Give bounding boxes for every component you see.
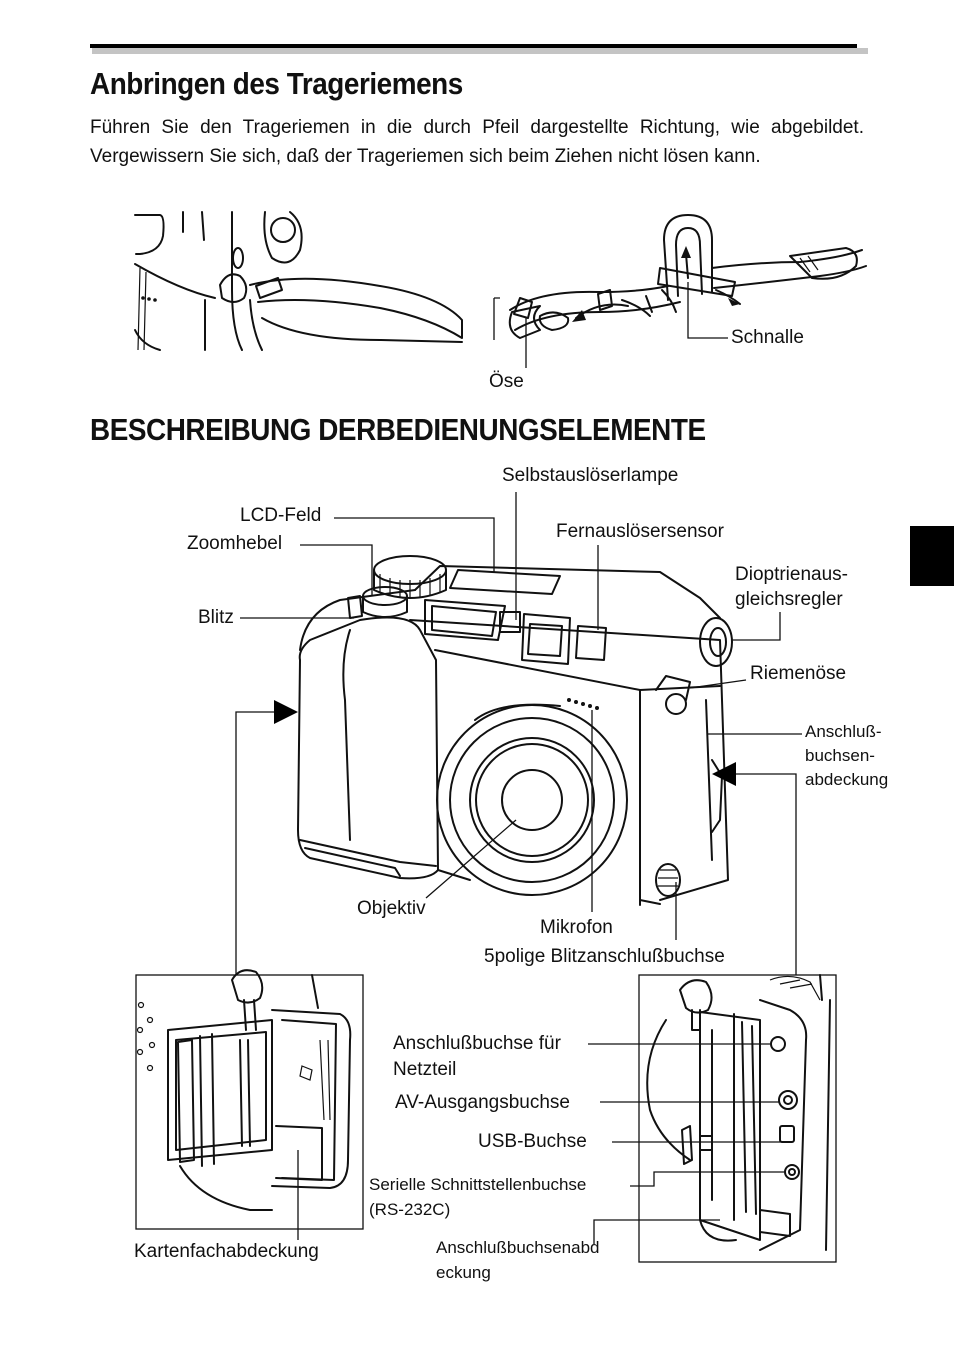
camera-side-drawing	[134, 211, 463, 351]
label-lcd-panel: LCD-Feld	[240, 505, 322, 526]
label-jack-cover-line3: abdeckung	[805, 770, 889, 789]
section-title-controls: BESCHREIBUNG DERBEDIENUNGSELEMENTE	[90, 412, 706, 447]
label-remote-sensor: Fernauslösersensor	[556, 521, 724, 542]
label-self-timer-lamp: Selbstauslöserlampe	[502, 465, 679, 486]
label-dc-in-line1: Anschlußbuchse für	[393, 1033, 561, 1054]
strap-illustration	[134, 211, 867, 368]
label-jack-cover-bottom-line2: eckung	[436, 1263, 491, 1282]
jack-detail-frame	[638, 974, 837, 1263]
label-jack-cover-line2: buchsen-	[805, 746, 875, 765]
camera-front-drawing	[297, 555, 733, 906]
card-slot-detail-drawing	[136, 969, 352, 1211]
label-lens: Objektiv	[357, 898, 426, 919]
label-flash: Blitz	[198, 607, 234, 628]
label-jack-cover-line1: Anschluß-	[805, 722, 882, 741]
label-flash-socket: 5polige Blitzanschlußbuchse	[484, 946, 725, 967]
label-zoom-lever: Zoomhebel	[187, 533, 283, 554]
strap-instructions: Führen Sie den Trageriemen in die durch …	[90, 117, 864, 167]
arrow-left-icon	[274, 700, 298, 724]
label-dc-in-line2: Netzteil	[393, 1059, 457, 1080]
label-av-out: AV-Ausgangsbuchse	[395, 1092, 570, 1113]
label-serial-line1: Serielle Schnittstellenbuchse	[369, 1175, 587, 1194]
label-card-cover: Kartenfachabdeckung	[134, 1241, 319, 1262]
label-microphone: Mikrofon	[540, 917, 613, 938]
top-rule-shadow	[92, 48, 868, 54]
label-diopter-line1: Dioptrienaus-	[735, 564, 848, 585]
card-slot-detail-frame	[135, 974, 364, 1230]
label-serial-line2: (RS-232C)	[369, 1200, 451, 1219]
top-rule	[90, 44, 857, 48]
label-usb: USB-Buchse	[478, 1131, 587, 1152]
label-eyelet: Öse	[489, 371, 524, 392]
label-diopter-line2: gleichsregler	[735, 589, 843, 610]
jack-detail-drawing	[646, 974, 831, 1251]
label-strap-eyelet: Riemenöse	[750, 663, 847, 684]
chapter-tab	[910, 526, 954, 586]
label-jack-cover-bottom-line1: Anschlußbuchsenabd	[436, 1238, 600, 1257]
strap-buckle-drawing	[508, 214, 867, 339]
section-title-strap: Anbringen des Trageriemens	[90, 66, 463, 101]
label-buckle: Schnalle	[731, 327, 804, 348]
arrow-right-icon	[712, 762, 736, 786]
